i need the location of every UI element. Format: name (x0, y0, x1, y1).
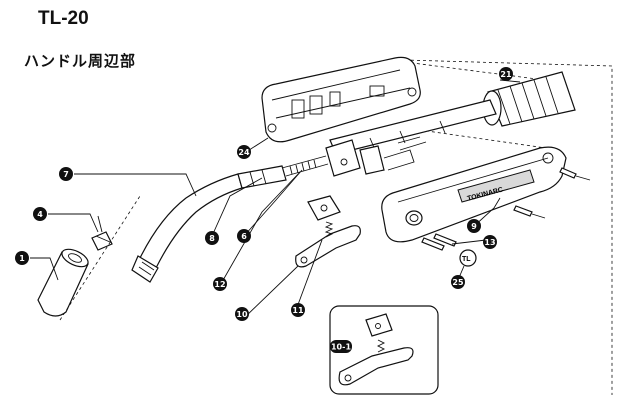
part-4-tip-holder (91, 215, 113, 251)
callout-12-label: 12 (214, 280, 225, 289)
part-1-nozzle (37, 248, 89, 317)
callout-24: 24 (237, 145, 251, 159)
callout-11: 11 (291, 303, 305, 317)
small-part-mark: TL (462, 256, 471, 263)
callout-10-label: 10 (236, 310, 248, 319)
handle-screws (421, 167, 591, 251)
switch-block (325, 136, 427, 177)
page-title: TL-20 (38, 8, 89, 29)
part-25-nut: TL (459, 249, 477, 267)
callout-10: 10 (235, 307, 249, 321)
callout-11-label: 11 (292, 306, 304, 315)
callout-25-label: 25 (452, 278, 464, 287)
assembly-guide-mid (419, 129, 561, 151)
part-24-upper-housing (261, 56, 421, 143)
callout-10-1: 10-1 (330, 340, 352, 353)
assembly-guide-top (404, 61, 561, 83)
section-title: ハンドル周辺部 (24, 52, 137, 70)
callout-4-label: 4 (37, 210, 43, 219)
callout-10-1-label: 10-1 (331, 343, 351, 352)
callout-6: 6 (237, 229, 251, 243)
assembly-boundary-right (404, 59, 613, 395)
callout-8: 8 (205, 231, 219, 245)
inset-10-1 (329, 305, 439, 395)
callout-1: 1 (15, 251, 29, 265)
callout-4: 4 (33, 207, 47, 221)
callout-21: 21 (499, 67, 513, 81)
leader-lines (30, 79, 521, 319)
part-7-gooseneck (131, 165, 287, 283)
callout-1-label: 1 (19, 254, 25, 263)
callout-12: 12 (213, 277, 227, 291)
nozzle-guide-dashed (59, 195, 141, 321)
callout-25: 25 (451, 275, 465, 289)
part-10-trigger-lever (295, 225, 361, 268)
part-6-trigger-bracket (307, 195, 341, 221)
part-9-lower-handle: TOKINARC (381, 146, 567, 243)
callout-9: 9 (467, 219, 481, 233)
callout-7-label: 7 (63, 170, 69, 179)
callout-21-label: 21 (500, 70, 512, 79)
callout-9-label: 9 (471, 222, 477, 231)
callout-13-label: 13 (484, 238, 495, 247)
callout-24-label: 24 (238, 148, 250, 157)
part-11-spring (324, 221, 334, 238)
callout-13: 13 (483, 235, 497, 249)
part-12-spring-liner (281, 155, 329, 177)
callout-6-label: 6 (241, 232, 247, 241)
part-21-cable-boot (482, 71, 576, 127)
callout-7: 7 (59, 167, 73, 181)
callout-8-label: 8 (209, 234, 215, 243)
